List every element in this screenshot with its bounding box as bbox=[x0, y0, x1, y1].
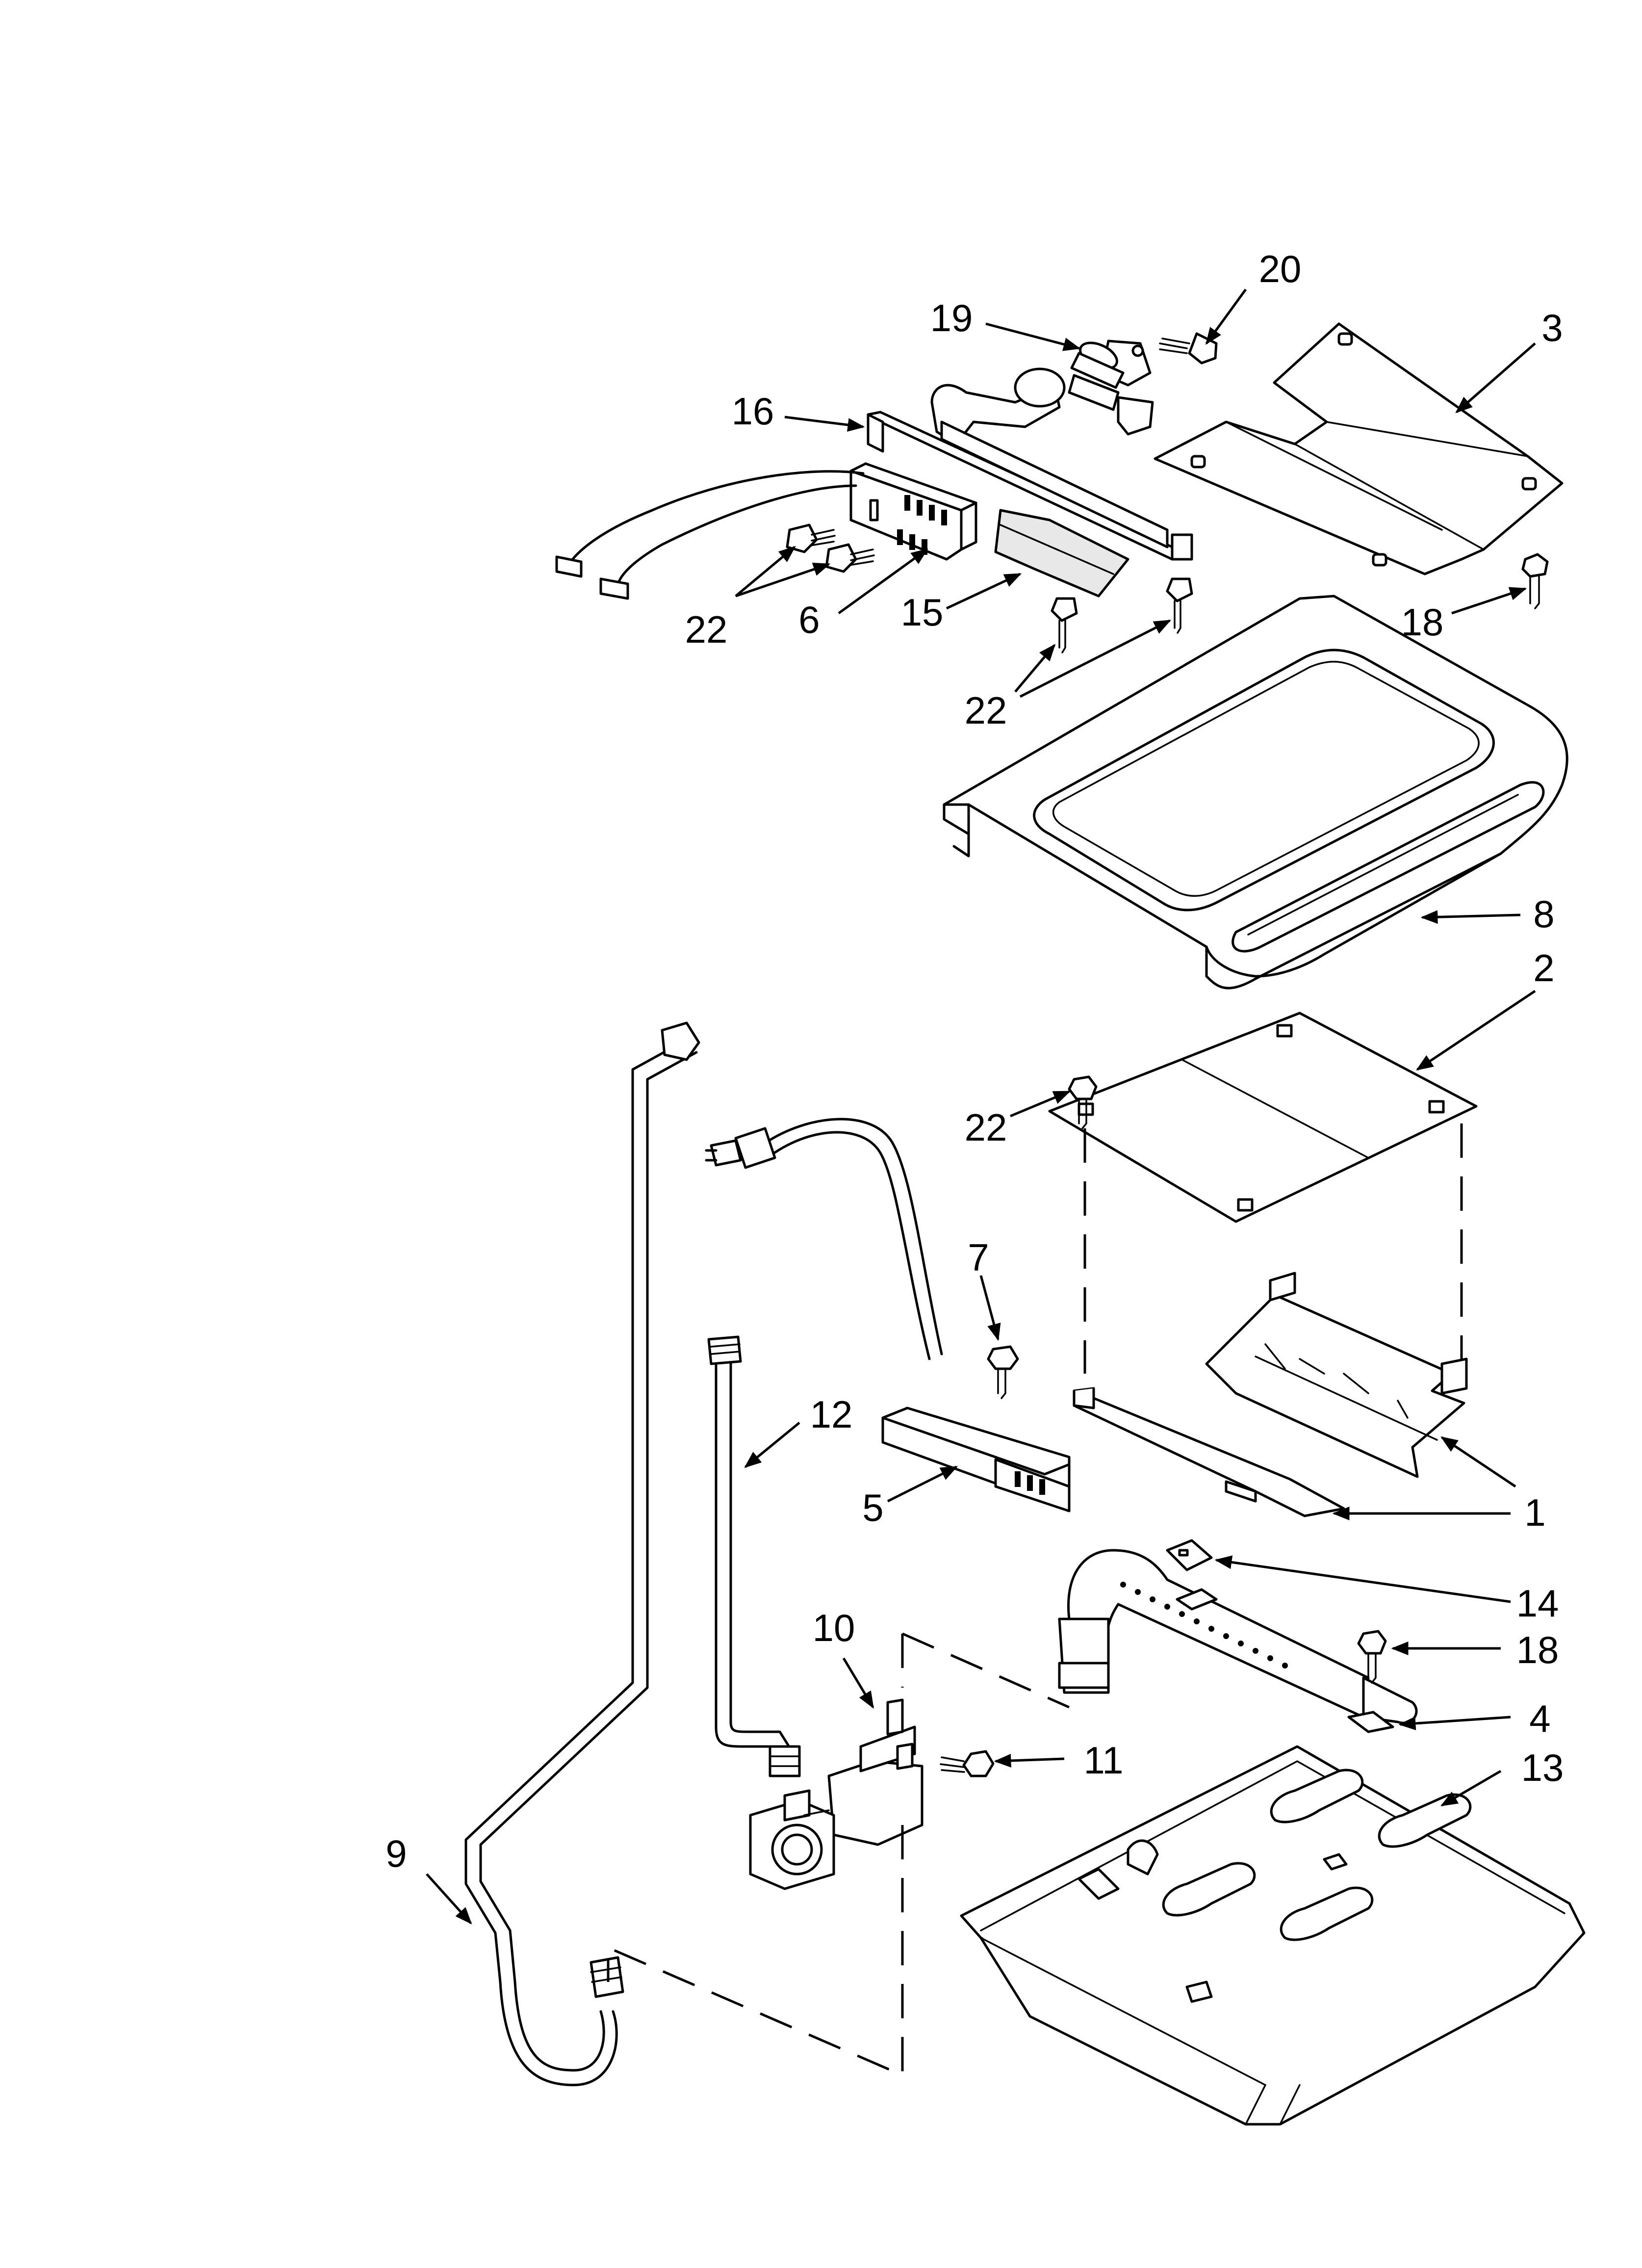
callout-22-c: 22 bbox=[965, 1106, 1007, 1149]
callout-9: 9 bbox=[385, 1832, 407, 1875]
part-4-burner-tube bbox=[1058, 1549, 1418, 1724]
part-1-bracket bbox=[1073, 1272, 1468, 1517]
part-14-burner-clip bbox=[1166, 1539, 1213, 1571]
callout-14: 14 bbox=[1516, 1582, 1559, 1625]
callout-7: 7 bbox=[968, 1236, 989, 1279]
part-18-screw-top bbox=[1521, 553, 1549, 609]
part-16-burner-bracket bbox=[867, 367, 1193, 561]
guide-line-valve bbox=[607, 1825, 904, 2077]
callout-22-b: 22 bbox=[965, 689, 1007, 732]
part-15-deflector bbox=[994, 509, 1129, 598]
guide-line-10 bbox=[901, 1632, 1070, 1709]
callout-2: 2 bbox=[1533, 946, 1554, 990]
callout-13: 13 bbox=[1521, 1746, 1564, 1789]
callout-1: 1 bbox=[1524, 1491, 1545, 1534]
callout-8: 8 bbox=[1533, 892, 1554, 936]
callout-6: 6 bbox=[798, 598, 820, 641]
callout-19: 19 bbox=[930, 296, 973, 339]
part-8-top-panel bbox=[943, 595, 1568, 990]
callout-16: 16 bbox=[732, 390, 774, 433]
part-22-screw-mid bbox=[1068, 1075, 1098, 1129]
callout-18-a: 18 bbox=[1401, 600, 1444, 644]
part-19-igniter bbox=[1068, 339, 1154, 436]
part-10-gas-valve bbox=[749, 1698, 924, 1890]
callout-5: 5 bbox=[862, 1486, 883, 1529]
part-13-drip-pan bbox=[960, 1745, 1586, 2126]
callout-20: 20 bbox=[1259, 247, 1302, 290]
part-7-screw bbox=[987, 1345, 1019, 1399]
part-11-screw bbox=[940, 1750, 995, 1777]
callout-leaders bbox=[426, 288, 1536, 1925]
callout-15: 15 bbox=[901, 591, 944, 634]
part-12-gas-tube bbox=[707, 1335, 801, 1777]
callout-18-b: 18 bbox=[1516, 1628, 1559, 1671]
callout-12: 12 bbox=[810, 1393, 853, 1436]
callout-3: 3 bbox=[1541, 306, 1563, 349]
callout-22-a: 22 bbox=[685, 608, 728, 651]
callout-4: 4 bbox=[1529, 1697, 1550, 1740]
part-20-screw bbox=[1159, 332, 1218, 365]
part-3-heat-shield bbox=[1154, 322, 1564, 575]
part-5-igniter-harness bbox=[705, 1118, 1071, 1512]
part-2-lower-shield bbox=[1048, 1012, 1478, 1223]
part-4-bracket-tab bbox=[1347, 1711, 1394, 1733]
part-18-screw-low bbox=[1357, 1630, 1387, 1684]
callout-11: 11 bbox=[1084, 1739, 1124, 1782]
callout-labels: 20 19 3 16 22 6 15 18 22 8 2 22 7 12 5 1… bbox=[385, 247, 1564, 1875]
part-6-terminal-block bbox=[555, 462, 977, 600]
callout-10: 10 bbox=[813, 1606, 855, 1649]
part-9-gas-tube bbox=[464, 1021, 700, 2086]
